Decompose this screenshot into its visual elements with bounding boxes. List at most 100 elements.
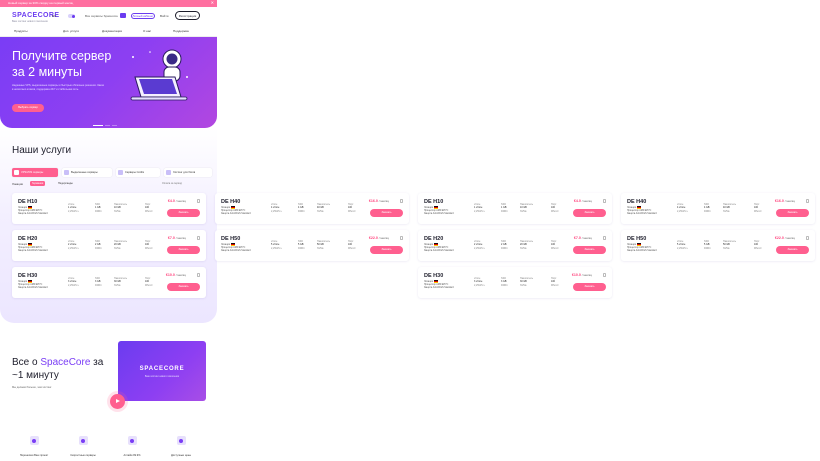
server-meta: Локация Процессор AMD EPYC Защита Anti-D… [221,206,251,217]
spec-label: vCore [677,203,684,206]
server-meta: Локация Процессор AMD EPYC Защита Anti-D… [627,206,657,217]
tab-dedicated[interactable]: Выделенные серверы [62,168,112,177]
meta-label: Защита [627,213,636,216]
subnav-item-about[interactable]: О нас [143,29,151,33]
spec-value: 2 GB [501,243,507,247]
meta-value: AMD EPYC [30,247,43,250]
spec-sub: Мбит/с [348,246,356,250]
germany-flag-icon [27,280,32,283]
price-period: / месяц [378,236,389,240]
server-card[interactable]: DE H50 Локация Процессор AMD EPYC Защита… [215,230,409,261]
server-card[interactable]: DE H30 Локация Процессор AMD EPYC Защита… [12,267,206,298]
spec-sub: Мбит/с [145,246,153,250]
germany-flag-icon [636,206,641,209]
spec-label: Накопитель [114,203,128,206]
server-card[interactable]: DE H40 Локация Процессор AMD EPYC Защита… [621,193,815,224]
compare-checkbox[interactable] [196,273,200,277]
about-video-thumbnail[interactable]: SPACECORE Ваш хостинг нового поколения [118,341,206,401]
order-button[interactable]: Заказать [573,209,606,217]
services-title: Наши услуги [12,145,72,156]
spec-value: 100 [348,206,352,210]
order-button[interactable]: Заказать [370,246,403,254]
spec-value: 100 [551,243,555,247]
subnav-item-docs[interactable]: Документация [102,29,122,33]
server-card[interactable]: DE H20 Локация Процессор AMD EPYC Защита… [12,230,206,261]
compare-checkbox[interactable] [602,236,606,240]
services-search-link[interactable]: Все сервисы Spacecore [85,14,118,18]
compare-checkbox[interactable] [602,199,606,203]
compare-checkbox[interactable] [399,236,403,240]
language-switch[interactable]: RU [52,14,57,18]
order-button[interactable]: Заказать [573,283,606,291]
location-germany[interactable]: Германия [30,180,46,186]
subnav-item-products[interactable]: Продукты [14,29,28,33]
hero-cta-button[interactable]: Выбрать сервер [12,104,44,112]
meta-label: Процессор [627,210,639,213]
spec-ram: SSD 5 GB DDR4 [298,240,305,250]
spec-sub: DDR4 [704,209,711,213]
server-card[interactable]: DE H50 Локация Процессор AMD EPYC Защита… [621,230,815,261]
spec-label: vCore [68,203,75,206]
astronaut-laptop-illustration [130,49,188,101]
order-button[interactable]: Заказать [776,209,809,217]
login-link[interactable]: Войти [160,14,169,18]
spec-label: vCore [474,203,481,206]
spec-value: 10 GB [114,206,121,210]
order-button[interactable]: Заказать [167,246,200,254]
order-button[interactable]: Заказать [167,209,200,217]
tab-cordis[interactable]: Серверы Cordis [116,168,160,177]
compare-checkbox[interactable] [196,199,200,203]
compare-checkbox[interactable] [399,199,403,203]
meta-label: Процессор [424,247,436,250]
account-button[interactable]: Личный кабинет [131,13,155,19]
price-period: / месяц [175,273,186,277]
spec-value: 4 GB [298,206,304,210]
spec-sub: 2,25GHz+ [677,246,688,250]
spec-cpu: vCore 4 vCore 2,25GHz+ [271,203,282,213]
register-button[interactable]: Регистрация [175,11,200,20]
server-name: DE H40 [221,199,241,205]
price-value: €10.0 [571,273,581,277]
compare-checkbox[interactable] [196,236,200,240]
spec-value: 50 GB [723,243,730,247]
order-button[interactable]: Заказать [776,246,809,254]
feature-label: Аптайм 99.9% [123,454,141,457]
close-icon[interactable]: ✕ [210,0,214,5]
order-button[interactable]: Заказать [573,246,606,254]
theme-toggle[interactable] [68,14,75,18]
compare-checkbox[interactable] [805,199,809,203]
feature-migration: Перенесем Ваш проект [19,436,49,457]
promo-text: Новый сервер за 30% скидку на первый мес… [8,1,74,5]
spec-value: 1 GB [501,206,507,210]
tab-vps[interactable]: VPS/VDS серверы [12,168,58,177]
germany-flag-icon [433,280,438,283]
server-card[interactable]: DE H10 Локация Процессор AMD EPYC Защита… [12,193,206,224]
server-card[interactable]: DE H10 Локация Процессор AMD EPYC Защита… [418,193,612,224]
location-netherlands[interactable]: Нидерланды [58,181,73,185]
order-button[interactable]: Заказать [370,209,403,217]
subnav-item-extra[interactable]: Доп. услуги [63,29,80,33]
server-card[interactable]: DE H20 Локация Процессор AMD EPYC Защита… [418,230,612,261]
logo[interactable]: SPACECORE [12,12,60,19]
billing-period-hint[interactable]: Оплата за период [162,181,182,185]
meta-label: Защита [18,213,27,216]
server-card[interactable]: DE H40 Локация Процессор AMD EPYC Защита… [215,193,409,224]
spec-sub: DDR4 [95,209,102,213]
price-period: / месяц [378,199,389,203]
play-video-button[interactable] [110,394,125,409]
tab-bot-hosting[interactable]: Хостинг для ботов [164,168,212,177]
spec-sub: Мбит/с [551,209,559,213]
subnav-item-support[interactable]: Поддержка [173,29,189,33]
spec-value: 20 GB [114,243,121,247]
order-button[interactable]: Заказать [167,283,200,291]
compare-checkbox[interactable] [805,236,809,240]
price-period: / месяц [581,199,592,203]
spec-label: vCore [474,240,481,243]
meta-label: Защита [221,213,230,216]
compare-checkbox[interactable] [602,273,606,277]
price-value: €16.0 [368,199,378,203]
spec-value: 2 vCore [68,243,77,247]
server-card[interactable]: DE H30 Локация Процессор AMD EPYC Защита… [418,267,612,298]
hero-slider-dots[interactable] [93,113,119,131]
cart-icon[interactable] [120,13,126,18]
